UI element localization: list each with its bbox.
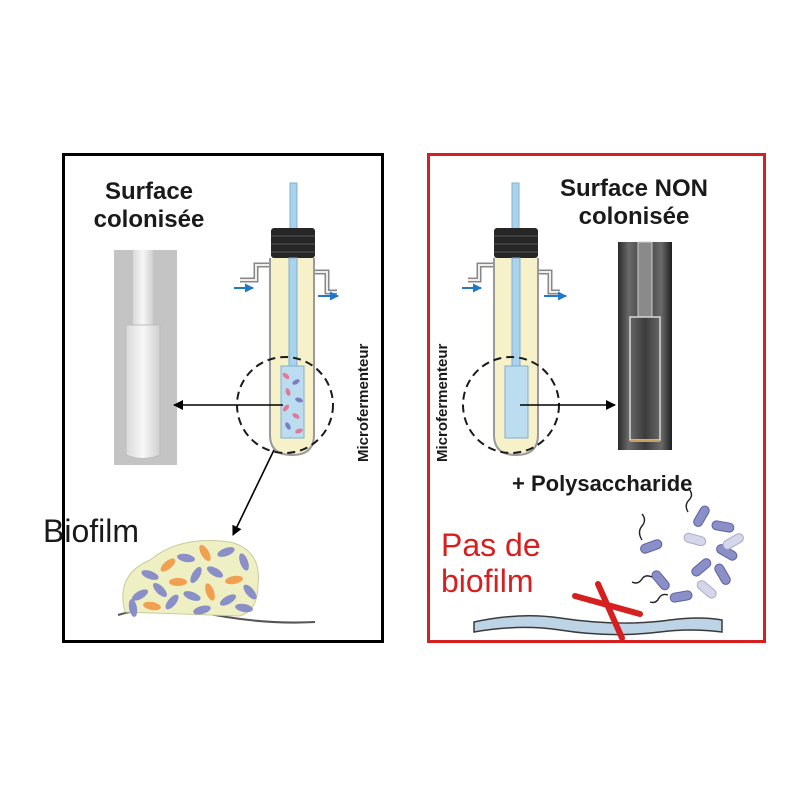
- insert-bacteria: [282, 372, 303, 434]
- no-biofilm-label: Pas de biofilm: [441, 527, 541, 599]
- right-microfermenter: [462, 182, 567, 457]
- free-bacteria: [631, 488, 744, 604]
- clean-surface: [473, 615, 723, 636]
- polysaccharide-label: + Polysaccharide: [512, 471, 693, 496]
- colonised-tube-photo: [114, 250, 177, 465]
- biofilm-label: Biofilm: [43, 513, 140, 549]
- left-arrow-to-biofilm: [232, 449, 275, 536]
- left-title-line1: Surface: [104, 178, 194, 205]
- right-title-line1: Surface NON: [559, 175, 709, 202]
- biofilm-illustration: [117, 539, 316, 624]
- no-biofilm-line2: biofilm: [441, 563, 534, 599]
- right-title: Surface NON colonisée: [544, 175, 724, 231]
- no-biofilm-line1: Pas de: [441, 527, 541, 563]
- left-title-line2: colonisée: [93, 206, 205, 233]
- non-colonised-tube-photo: [618, 241, 672, 450]
- left-microfermenter: [234, 182, 339, 457]
- right-title-line2: colonisée: [578, 203, 690, 230]
- no-biofilm-cross: [572, 581, 643, 641]
- left-title: Surface colonisée: [74, 178, 224, 234]
